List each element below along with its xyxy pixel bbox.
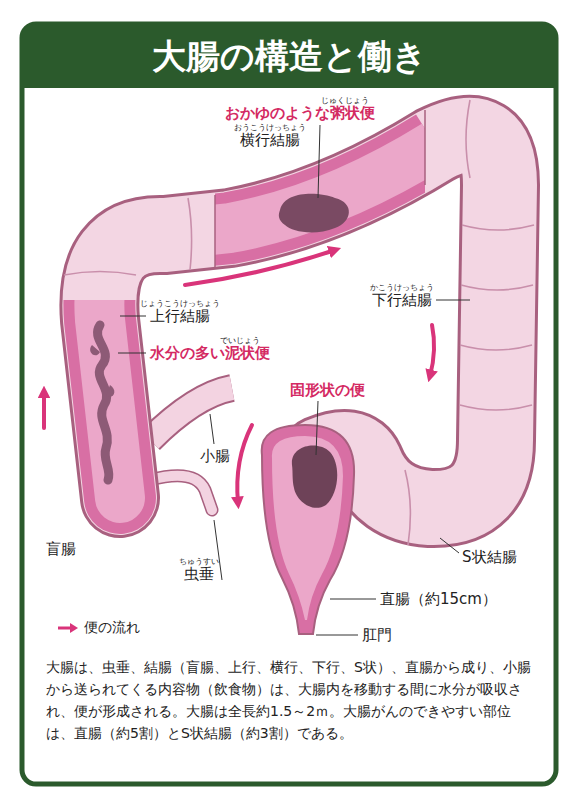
ruby-reading: かこうけっちょう — [370, 284, 434, 292]
stool-muddy — [90, 345, 114, 397]
part-name: 小腸 — [200, 447, 230, 465]
part-name: 肛門 — [362, 626, 392, 644]
leader-lines — [118, 125, 470, 635]
transverse-cut — [215, 145, 425, 235]
stool-solid — [292, 446, 337, 508]
legend-text: 便の流れ — [84, 619, 140, 636]
rectum — [262, 425, 354, 634]
title-text: 大腸の構造と働き — [22, 24, 556, 88]
part-name: 直腸（約15cm） — [380, 590, 497, 608]
caption-text: 大腸は、虫垂、結腸（盲腸、上行、横行、下行、S状）、直腸から成り、小腸から送られ… — [46, 656, 536, 744]
part-name: 虫垂 — [184, 565, 214, 583]
ruby-reading: ちゅうすい — [179, 558, 219, 566]
frame — [22, 24, 556, 784]
ruby-reading: おうこうけっちょう — [234, 124, 306, 132]
haustra — [64, 100, 534, 545]
cut-edge — [214, 195, 216, 268]
ruby-reading: じょうこうけっちょう — [140, 300, 220, 308]
part-name: S状結腸 — [462, 548, 517, 566]
stool-porridge — [279, 194, 349, 233]
cut-edge — [424, 110, 426, 185]
ruby-reading: じゅくじょう — [321, 97, 369, 105]
ruby-reading: でいじょう — [220, 337, 260, 345]
part-name: 盲腸 — [46, 540, 76, 558]
stool-muddy — [97, 325, 108, 480]
part-name: 横行結腸 — [240, 131, 300, 149]
colon — [99, 135, 500, 508]
flow-arrows — [44, 250, 434, 503]
small-intestine-outline — [150, 388, 232, 440]
stool-callout: 水分の多い泥状便 — [150, 344, 270, 362]
header-band — [22, 24, 556, 88]
transverse-lumen — [215, 145, 425, 235]
colon-outline — [99, 135, 500, 508]
part-name: 下行結腸 — [372, 291, 432, 309]
part-name: 上行結腸 — [150, 307, 210, 325]
stool-callout: 固形状の便 — [290, 381, 365, 399]
small-intestine — [150, 388, 232, 440]
legend-arrow — [56, 621, 80, 635]
stool-callout: おかゆのような粥状便 — [225, 104, 375, 122]
rectum-lumen — [272, 436, 343, 620]
